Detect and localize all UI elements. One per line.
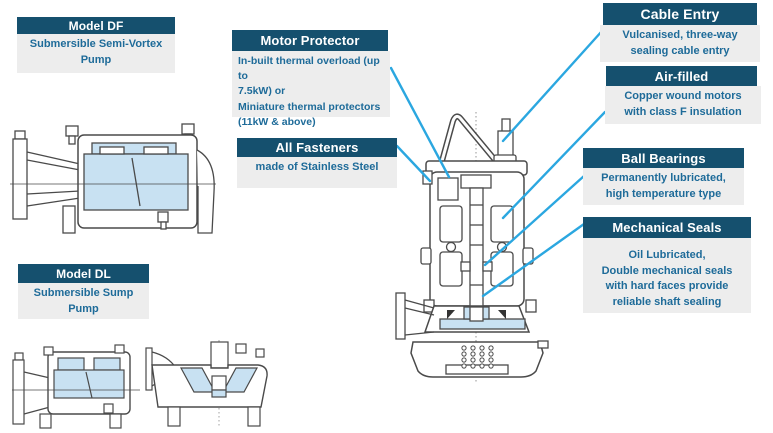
model-dl-description: Submersible Sump Pump (18, 283, 149, 319)
cable-entry-description: Vulcanised, three-way sealing cable entr… (600, 25, 760, 62)
all-fasteners-description: made of Stainless Steel (237, 157, 397, 188)
model-dl-pump-drawing-side (12, 344, 140, 429)
all-fasteners-title: All Fasteners (237, 138, 397, 157)
model-df-description: Submersible Semi-Vortex Pump (17, 34, 175, 73)
model-dl-title: Model DL (18, 264, 149, 283)
motor-protector-title: Motor Protector (232, 30, 388, 51)
mechanical-seals-title: Mechanical Seals (583, 217, 751, 238)
model-df-pump-drawing (10, 123, 216, 234)
ball-bearings-description: Permanently lubricated, high temperature… (583, 168, 744, 205)
mechanical-seals-description: Oil Lubricated, Double mechanical seals … (583, 238, 751, 313)
model-df-title: Model DF (17, 17, 175, 34)
submersible-pump-drawing (395, 112, 549, 384)
air-filled-description: Copper wound motors with class F insulat… (605, 86, 761, 124)
air-filled-title: Air-filled (606, 66, 757, 86)
cable-entry-title: Cable Entry (603, 3, 757, 25)
model-dl-pump-drawing-vertical (145, 340, 268, 428)
ball-bearings-title: Ball Bearings (583, 148, 744, 168)
motor-protector-description: In-built thermal overload (up to 7.5kW) … (232, 51, 390, 128)
